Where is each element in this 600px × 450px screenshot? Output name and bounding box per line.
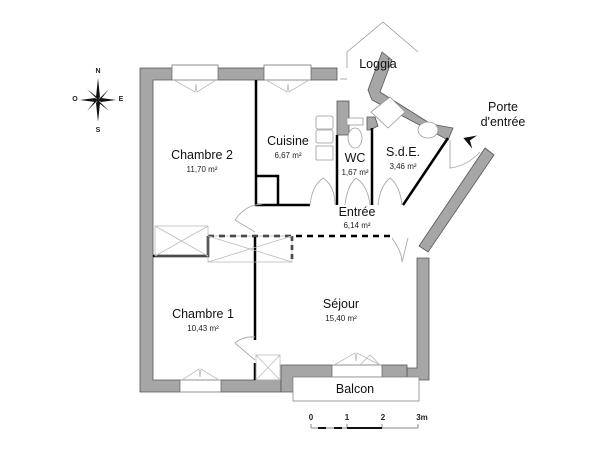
room-name-chambre-1: Chambre 1: [172, 307, 234, 321]
compass-west: O: [72, 96, 78, 103]
room-area-chambre-1: 10,43 m²: [187, 324, 219, 333]
scale-tick-3: 3m: [416, 413, 428, 422]
room-name-sde: S.d.E.: [385, 145, 421, 159]
room-area-sde: 3,46 m²: [389, 162, 417, 171]
entry-arrow-icon: [463, 135, 478, 149]
room-name-entree: Entrée: [338, 205, 376, 219]
scale-tick-2: 2: [380, 413, 386, 422]
room-name-wc: WC: [344, 151, 366, 165]
compass-east: E: [118, 96, 124, 103]
window-casements: [173, 79, 381, 381]
label-porte-line2: d'entrée: [480, 115, 526, 129]
room-name-cuisine: Cuisine: [267, 134, 309, 148]
partitions: [153, 80, 450, 380]
loggia-outline: [340, 21, 419, 80]
label-balcon: Balcon: [335, 382, 375, 396]
compass-icon: [80, 78, 116, 122]
room-area-entree: 6,14 m²: [343, 221, 371, 230]
room-area-wc: 1,67 m²: [341, 168, 369, 177]
doors: [234, 140, 481, 361]
fixtures: [315, 96, 439, 161]
scale-tick-0: 0: [308, 413, 314, 422]
room-area-sejour: 15,40 m²: [325, 314, 357, 323]
scale-bar: [310, 424, 419, 429]
room-area-chambre-2: 11,70 m²: [186, 165, 218, 174]
windows: [171, 64, 383, 393]
compass-north: N: [95, 68, 101, 75]
balcon-outline: [292, 376, 420, 402]
compass-south: S: [95, 127, 101, 134]
label-porte-line1: Porte: [488, 100, 518, 114]
room-area-cuisine: 6,67 m²: [274, 151, 302, 160]
scale-tick-1: 1: [344, 413, 350, 422]
room-name-sejour: Séjour: [322, 297, 360, 311]
closets: [154, 225, 293, 381]
room-name-chambre-2: Chambre 2: [171, 148, 233, 162]
label-loggia: Loggia: [359, 57, 397, 71]
exterior-walls: [139, 51, 495, 393]
